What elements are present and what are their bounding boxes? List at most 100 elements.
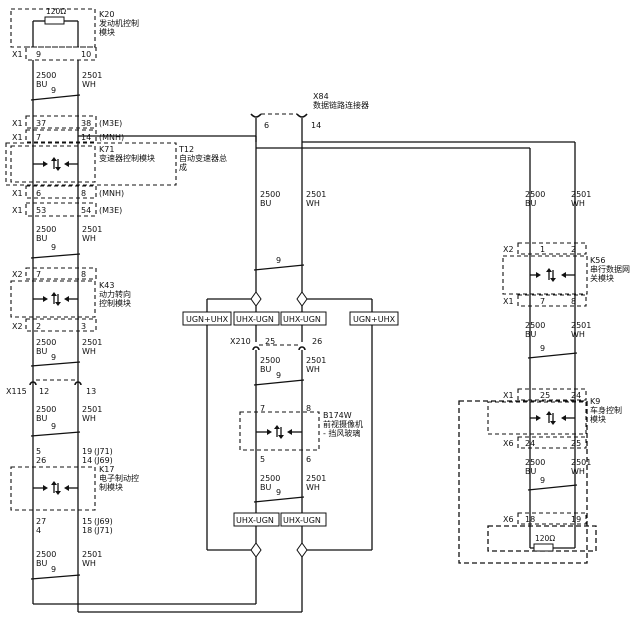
wire-wh: WH — [306, 365, 320, 374]
uhx-ugn-text: UHX-UGN — [236, 315, 274, 324]
splice-diamond-icon — [296, 291, 308, 307]
pin-26: 26 — [312, 337, 322, 346]
wire-2500-num: 2500 — [36, 338, 56, 347]
twist-count: 9 — [540, 344, 545, 353]
pin-19: 19 — [82, 447, 92, 456]
twisted-pair-mark — [30, 253, 81, 259]
pin-1: 1 — [540, 245, 545, 254]
wire-wh: WH — [82, 414, 96, 423]
option-j69: (J69) — [94, 456, 113, 465]
x1-label: X1 — [503, 297, 514, 306]
pin-54: 54 — [81, 206, 91, 215]
x2-label: X2 — [503, 245, 514, 254]
wire-bu: BU — [36, 414, 47, 423]
splice-diamond-icon — [250, 542, 262, 558]
k56-name-line2: 关模块 — [590, 273, 614, 283]
pin-19: 19 — [571, 515, 581, 524]
wire-wh: WH — [82, 80, 96, 89]
pin-4: 4 — [36, 526, 41, 535]
k17-name-line1: 电子制动控 — [99, 473, 139, 483]
x84-code: X84 — [313, 92, 329, 101]
b174w-module-box — [239, 411, 320, 451]
k17-transceiver-icon — [33, 481, 78, 495]
k9-code: K9 — [590, 397, 600, 406]
pin-8: 8 — [81, 270, 86, 279]
uhx-ugn-label-b — [280, 311, 327, 326]
wire-wh: WH — [571, 330, 585, 339]
pin-27: 27 — [36, 517, 46, 526]
x1-label-b: X1 — [12, 119, 23, 128]
option-m3e-2: (M3E) — [99, 206, 122, 215]
option-j69: (J69) — [94, 517, 113, 526]
pin-38: 38 — [81, 119, 91, 128]
k9-transceiver-icon — [530, 411, 575, 425]
k17-module-box — [10, 466, 96, 511]
k43-name-line1: 动力转向 — [99, 289, 131, 299]
pin-8: 8 — [571, 297, 576, 306]
pin-13: 13 — [86, 387, 96, 396]
pin-7: 7 — [36, 270, 41, 279]
pin-12: 12 — [39, 387, 49, 396]
k56-name-line1: 串行数据网 — [590, 264, 630, 274]
x1-connector-53-54 — [25, 202, 97, 217]
pin-14: 14 — [82, 456, 92, 465]
k9-x6-connector-b — [517, 512, 587, 525]
option-mnh: (MNH) — [99, 133, 124, 142]
pin-7: 7 — [260, 404, 265, 413]
k43-code: K43 — [99, 281, 114, 290]
k56-x1-connector — [517, 294, 587, 307]
x1-connector-9-10 — [25, 46, 97, 61]
x1-label-d: X1 — [12, 189, 23, 198]
k56-code: K56 — [590, 256, 605, 265]
x115-label: X115 — [6, 387, 27, 396]
twisted-pair-mark — [253, 379, 305, 386]
k43-name-line2: 控制模块 — [99, 298, 131, 308]
k9-x1-connector — [517, 388, 587, 401]
wire-wh: WH — [82, 234, 96, 243]
pin-14: 14 — [81, 133, 91, 142]
k71-name: 变速器控制模块 — [99, 153, 155, 163]
wire-2500-num: 2500 — [36, 71, 56, 80]
pin-25: 25 — [540, 391, 550, 400]
wire-wh: WH — [82, 347, 96, 356]
wire-2501-num: 2501 — [82, 225, 102, 234]
twist-count: 9 — [51, 86, 56, 95]
wire-2500-num: 2500 — [36, 405, 56, 414]
x1-connector-6-8 — [25, 185, 97, 199]
ugn-uhx-text: UGN+UHX — [186, 315, 229, 324]
pin-2: 2 — [571, 245, 576, 254]
wire-bu: BU — [36, 234, 47, 243]
wire-2500-num: 2500 — [260, 190, 280, 199]
wire-bu: BU — [36, 559, 47, 568]
twisted-pair-mark — [253, 264, 305, 271]
wire-2500-num: 2500 — [525, 321, 545, 330]
wire-2501-num: 2501 — [571, 190, 591, 199]
wire-bu: BU — [260, 199, 271, 208]
twisted-pair-mark — [527, 484, 578, 491]
x1-connector-37-38 — [25, 115, 97, 129]
wire-2500-num: 2500 — [525, 458, 545, 467]
x210-label: X210 — [230, 337, 251, 346]
x1-label-a: X1 — [12, 50, 23, 59]
wire-2501-num: 2501 — [306, 190, 326, 199]
wire-wh: WH — [306, 199, 320, 208]
uhx-ugn-text: UHX-UGN — [236, 516, 274, 525]
pin-6: 6 — [306, 455, 311, 464]
k20-name-line2: 模块 — [99, 27, 115, 37]
twist-count: 9 — [51, 353, 56, 362]
k9-transceiver-box — [487, 401, 587, 435]
wire-2500-num: 2500 — [260, 474, 280, 483]
pin-37: 37 — [36, 119, 46, 128]
k71-code: K71 — [99, 145, 114, 154]
wire-2500-num: 2500 — [36, 550, 56, 559]
pin-18: 18 — [525, 515, 535, 524]
ugn-uhx-label-right — [349, 311, 399, 326]
wire-2501-num: 2501 — [571, 458, 591, 467]
k20-code: K20 — [99, 10, 114, 19]
wire-bu: BU — [525, 199, 536, 208]
k43-transceiver-icon — [33, 292, 78, 306]
twist-count: 9 — [276, 256, 281, 265]
twist-count: 9 — [540, 476, 545, 485]
x1-label-c: X1 — [12, 133, 23, 142]
